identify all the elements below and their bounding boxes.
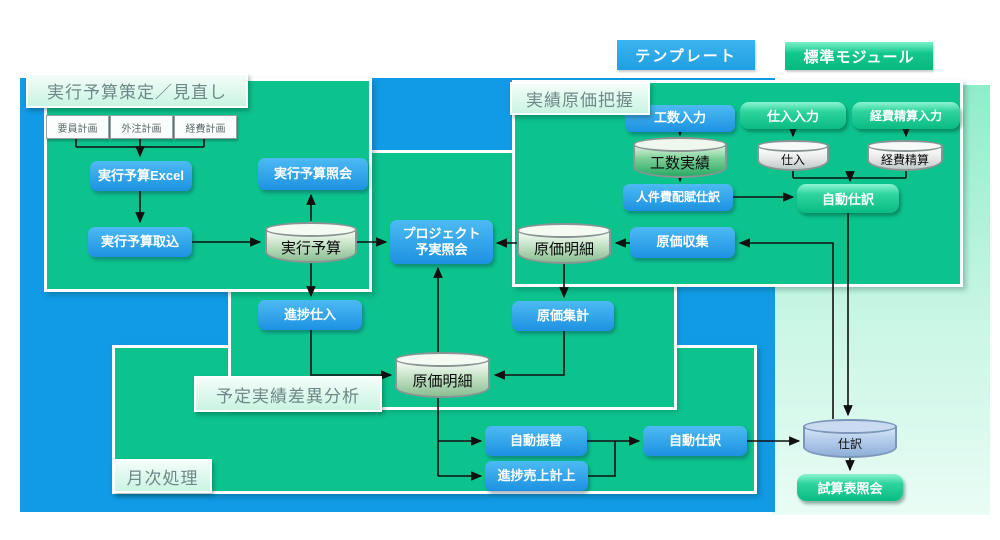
db-journal-label: 仕訳 bbox=[837, 437, 862, 451]
title-actual-cost: 実績原価把握 bbox=[510, 82, 650, 115]
db-budget-label: 実行予算 bbox=[280, 240, 341, 257]
node-plan-personnel: 要員計画 bbox=[46, 115, 109, 139]
title-variance-analysis-label: 予定実績差異分析 bbox=[216, 386, 360, 406]
node-progress-sales-label: 進捗売上計上 bbox=[497, 467, 576, 483]
node-auto-journal-bottom: 自動仕訳 bbox=[643, 426, 747, 456]
db-expense-label: 経費精算 bbox=[880, 152, 929, 167]
node-auto-journal-top: 自動仕訳 bbox=[797, 184, 899, 213]
node-plan-expense-label: 経費計画 bbox=[185, 123, 226, 135]
node-purchase-input: 仕入入力 bbox=[740, 102, 846, 129]
db-journal-cylinder: 仕訳 bbox=[803, 419, 897, 458]
node-auto-transfer: 自動振替 bbox=[485, 426, 587, 456]
title-monthly-processing-label: 月次処理 bbox=[126, 468, 199, 488]
title-actual-cost-label: 実績原価把握 bbox=[526, 91, 634, 110]
node-budget-import-label: 実行予算取込 bbox=[100, 233, 179, 249]
node-plan-personnel-label: 要員計画 bbox=[57, 123, 98, 135]
legend-standard-module: 標準モジュール bbox=[785, 42, 933, 70]
title-monthly-processing: 月次処理 bbox=[113, 459, 212, 493]
node-plan-outsource: 外注計画 bbox=[110, 115, 173, 139]
cylinder-top bbox=[517, 223, 611, 238]
node-budget-inquiry: 実行予算照会 bbox=[258, 158, 368, 190]
node-auto-journal-bottom-label: 自動仕訳 bbox=[668, 432, 721, 448]
node-auto-transfer-label: 自動振替 bbox=[509, 432, 562, 448]
node-labor-allocation-label: 人件費配賦仕訳 bbox=[635, 190, 720, 204]
node-expense-input-label: 経費精算入力 bbox=[869, 109, 942, 123]
node-purchase-input-label: 仕入入力 bbox=[766, 109, 819, 124]
node-budget-import: 実行予算取込 bbox=[88, 227, 192, 257]
node-budget-inquiry-label: 実行予算照会 bbox=[273, 165, 352, 181]
node-plan-expense: 経費計画 bbox=[174, 115, 237, 139]
node-cost-collection: 原価収集 bbox=[630, 227, 735, 258]
node-progress-purchase-label: 進捗仕入 bbox=[283, 306, 336, 322]
node-project-comparison: プロジェクト 予実照会 bbox=[390, 220, 493, 264]
title-budget-planning: 実行予算策定／見直し bbox=[26, 73, 248, 108]
cylinder-body bbox=[867, 147, 943, 171]
node-cost-collection-label: 原価収集 bbox=[656, 234, 709, 250]
db-purchase-cylinder: 仕入 bbox=[757, 140, 829, 171]
node-project-comparison-line1: プロジェクト bbox=[402, 225, 481, 241]
db-cost-detail-upper-label: 原価明細 bbox=[533, 241, 594, 258]
db-manhour-label: 工数実績 bbox=[649, 155, 710, 172]
db-expense-cylinder: 経費精算 bbox=[867, 140, 943, 171]
node-budget-excel: 実行予算Excel bbox=[90, 161, 192, 191]
node-progress-purchase: 進捗仕入 bbox=[258, 300, 362, 330]
node-trial-balance: 試算表照会 bbox=[797, 474, 903, 501]
node-project-comparison-line2: 予実照会 bbox=[415, 242, 468, 257]
cylinder-top bbox=[265, 222, 357, 237]
title-budget-planning-label: 実行予算策定／見直し bbox=[47, 83, 227, 102]
node-labor-allocation: 人件費配賦仕訳 bbox=[623, 184, 733, 211]
node-trial-balance-label: 試算表照会 bbox=[817, 481, 883, 496]
node-cost-aggregation-label: 原価集計 bbox=[536, 307, 589, 323]
db-budget-cylinder: 実行予算 bbox=[265, 222, 357, 263]
db-cost-detail-upper-cylinder: 原価明細 bbox=[517, 223, 611, 264]
cylinder-top bbox=[867, 140, 943, 152]
db-cost-detail-lower-label: 原価明細 bbox=[412, 372, 473, 390]
node-auto-journal-top-label: 自動仕訳 bbox=[821, 192, 874, 207]
db-manhour-cylinder: 工数実績 bbox=[633, 137, 727, 178]
node-manhour-input-label: 工数入力 bbox=[653, 110, 706, 126]
node-cost-aggregation: 原価集計 bbox=[512, 301, 614, 331]
cylinder-top bbox=[803, 419, 897, 434]
db-cost-detail-lower-cylinder: 原価明細 bbox=[395, 352, 490, 398]
title-variance-analysis: 予定実績差異分析 bbox=[194, 376, 382, 412]
node-expense-input: 経費精算入力 bbox=[852, 102, 960, 129]
legend-template: テンプレート bbox=[617, 40, 755, 70]
cylinder-top bbox=[395, 352, 490, 367]
cylinder-top bbox=[757, 140, 829, 152]
db-purchase-label: 仕入 bbox=[780, 152, 805, 167]
node-budget-excel-label: 実行予算Excel bbox=[98, 167, 184, 183]
node-plan-outsource-label: 外注計画 bbox=[121, 123, 162, 135]
node-progress-sales: 進捗売上計上 bbox=[485, 461, 588, 491]
legend-standard-module-label: 標準モジュール bbox=[803, 48, 915, 66]
legend-template-label: テンプレート bbox=[635, 47, 737, 65]
cylinder-top bbox=[633, 137, 727, 152]
